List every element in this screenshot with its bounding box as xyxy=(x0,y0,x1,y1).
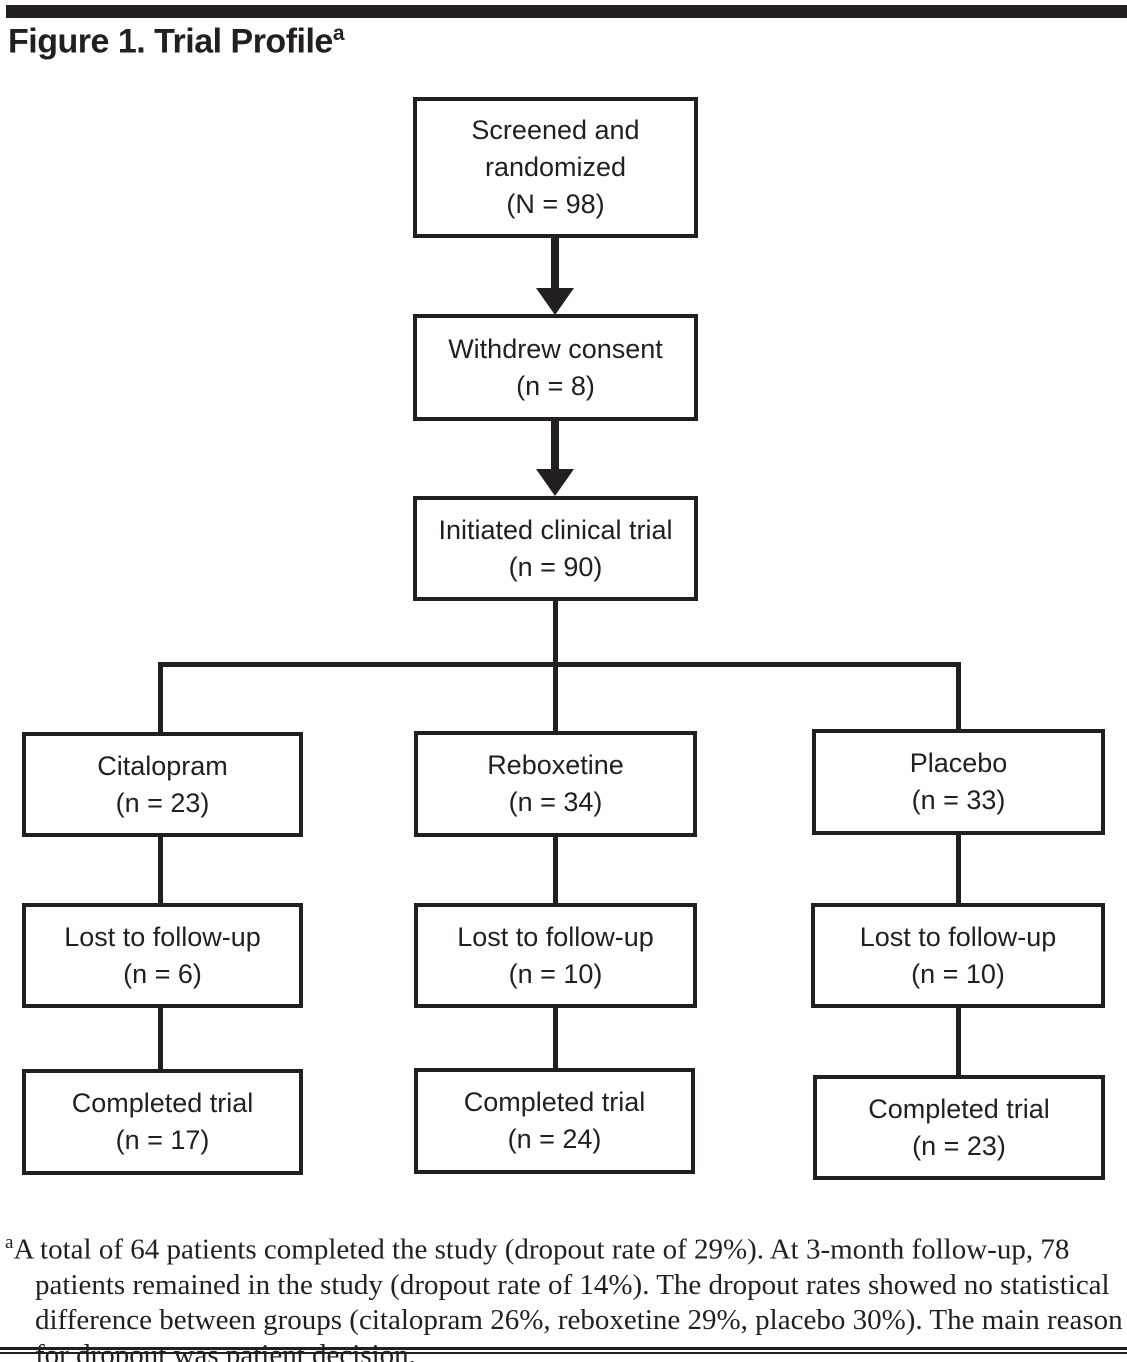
box-line: (n = 6) xyxy=(123,958,202,989)
box-line: Completed trial xyxy=(463,1087,646,1117)
box-line: (n = 24) xyxy=(507,1124,602,1154)
box-line: (N = 98) xyxy=(506,189,605,219)
box-line: (n = 23) xyxy=(912,1130,1006,1161)
box-line: Completed trial xyxy=(868,1093,1050,1124)
box-placebo: Placebo (n = 33) xyxy=(812,729,1105,835)
down-arrow-stem xyxy=(551,237,559,290)
figure-title-superscript: a xyxy=(332,22,345,45)
footnote: aA total of 64 patients completed the st… xyxy=(5,1225,1123,1362)
connector-line xyxy=(158,837,163,903)
box-line: (n = 8) xyxy=(516,370,595,401)
connector-line xyxy=(158,1008,163,1070)
box-placebo-completed: Completed trial (n = 23) xyxy=(813,1075,1105,1180)
footnote-text: A total of 64 patients completed the stu… xyxy=(13,1233,1123,1362)
box-line: (n = 34) xyxy=(508,787,603,817)
box-line: (n = 90) xyxy=(508,551,603,582)
box-initiated-trial: Initiated clinical trial (n = 90) xyxy=(413,496,698,601)
box-line: Withdrew consent xyxy=(448,333,663,364)
box-line: (n = 10) xyxy=(911,958,1005,989)
box-line: Lost to follow-up xyxy=(859,921,1057,952)
connector-line xyxy=(553,662,558,732)
box-line: Initiated clinical trial xyxy=(438,514,673,545)
down-arrow-icon xyxy=(536,288,574,315)
box-withdrew-consent: Withdrew consent (n = 8) xyxy=(413,314,698,421)
connector-line xyxy=(158,662,163,732)
connector-line xyxy=(956,662,961,730)
box-line: Placebo xyxy=(909,748,1008,778)
box-line: Citalopram xyxy=(97,750,228,781)
box-line: randomized xyxy=(484,152,627,182)
box-line: (n = 10) xyxy=(508,958,603,989)
box-citalopram-completed: Completed trial (n = 17) xyxy=(22,1069,303,1175)
box-citalopram-lost: Lost to follow-up (n = 6) xyxy=(22,903,303,1008)
box-line: Screened and xyxy=(471,115,640,145)
box-line: Reboxetine xyxy=(487,750,624,780)
branch-line xyxy=(158,662,961,667)
connector-line xyxy=(553,1008,558,1069)
box-line: (n = 17) xyxy=(115,1125,210,1155)
footnote-marker: a xyxy=(5,1232,14,1253)
box-screened-randomized: Screened and randomized (N = 98) xyxy=(413,97,698,238)
down-arrow-stem xyxy=(551,421,559,471)
bottom-rule xyxy=(0,1347,1127,1354)
box-line: (n = 23) xyxy=(115,787,210,818)
figure-title-text: Figure 1. Trial Profile xyxy=(8,22,333,61)
box-line: (n = 33) xyxy=(911,785,1006,815)
box-reboxetine: Reboxetine (n = 34) xyxy=(414,731,697,837)
connector-line xyxy=(553,837,558,903)
box-line: Lost to follow-up xyxy=(457,921,654,952)
box-placebo-lost: Lost to follow-up (n = 10) xyxy=(811,903,1105,1008)
figure-title: Figure 1. Trial Profilea xyxy=(8,22,345,61)
box-line: Completed trial xyxy=(71,1088,254,1118)
box-reboxetine-completed: Completed trial (n = 24) xyxy=(414,1068,695,1174)
connector-line xyxy=(956,835,961,903)
top-rule xyxy=(6,5,1127,18)
box-reboxetine-lost: Lost to follow-up (n = 10) xyxy=(414,903,697,1008)
connector-line xyxy=(956,1008,961,1076)
down-arrow-icon xyxy=(536,469,574,496)
box-citalopram: Citalopram (n = 23) xyxy=(22,732,303,837)
box-line: Lost to follow-up xyxy=(64,921,261,952)
connector-line xyxy=(553,600,558,665)
